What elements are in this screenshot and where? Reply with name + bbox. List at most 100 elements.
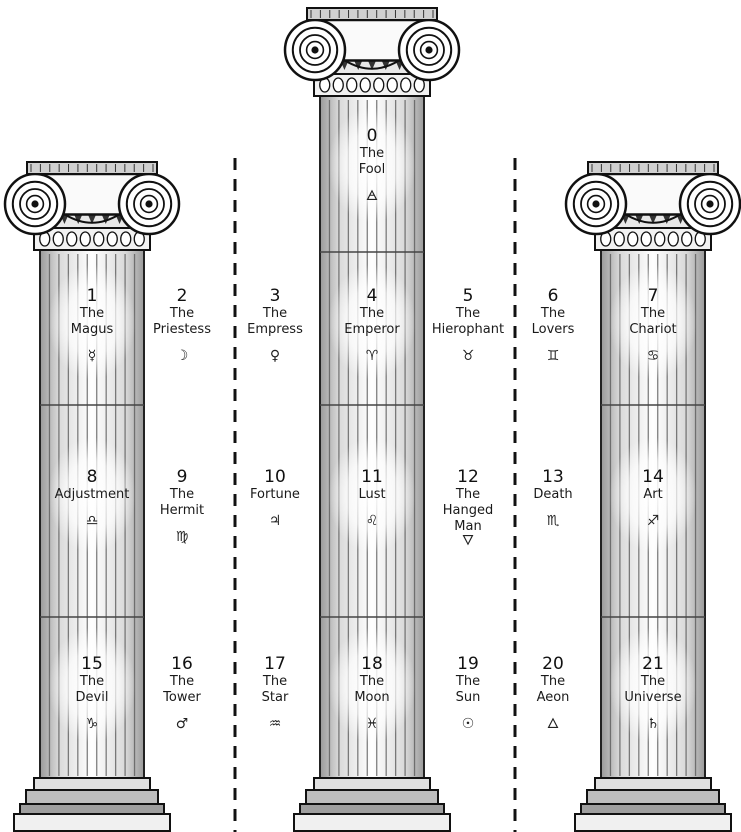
card-name-line: The [505,306,601,322]
card-name-line: Lovers [505,322,601,338]
saturn-symbol: ♄ [605,716,701,732]
aries-symbol: ♈ [324,348,420,364]
card-number: 17 [227,655,323,674]
card-number: 12 [420,468,516,487]
card-name-line: Death [505,487,601,503]
taurus-symbol: ♉ [420,348,516,364]
card-number: 0 [324,127,420,146]
card-name-line: The [324,306,420,322]
card-name-line: Hanged [420,503,516,519]
card-number: 9 [134,468,230,487]
scorpio-symbol: ♏ [505,513,601,529]
mercury-symbol: ☿ [44,348,140,364]
card-name-line: The [420,306,516,322]
card-name-line: The [227,306,323,322]
card-name-line: Tower [134,690,230,706]
card-number: 3 [227,287,323,306]
card-name-line: Adjustment [44,487,140,503]
pisces-symbol: ♓ [324,716,420,732]
card-number: 18 [324,655,420,674]
card-name-line: The [505,674,601,690]
card-number: 1 [44,287,140,306]
card-name-line: Universe [605,690,701,706]
card-name-line: The [44,674,140,690]
sagittarius-symbol: ♐ [605,513,701,529]
card-name-line: Emperor [324,322,420,338]
card-name-line: Empress [227,322,323,338]
card-name-line: Fortune [227,487,323,503]
card-number: 10 [227,468,323,487]
card-number: 7 [605,287,701,306]
card-name-line: The [420,487,516,503]
aquarius-symbol: ♒ [227,716,323,732]
card-name-line: Hermit [134,503,230,519]
card-name-line: The [44,306,140,322]
card-name-line: Sun [420,690,516,706]
card-name-line: The [134,487,230,503]
sun-symbol: ☉ [420,716,516,732]
card-name-line: Art [605,487,701,503]
air-symbol: 🜁 [324,188,420,204]
card-name-line: The [324,674,420,690]
card-name-line: The [324,146,420,162]
venus-symbol: ♀ [227,348,323,364]
capricorn-symbol: ♑ [44,716,140,732]
card-name-line: Aeon [505,690,601,706]
card-name-line: Lust [324,487,420,503]
cancer-symbol: ♋ [605,348,701,364]
card-number: 5 [420,287,516,306]
card-name-line: Magus [44,322,140,338]
card-number: 16 [134,655,230,674]
card-1: 1TheMagus ☿ [44,287,140,364]
gemini-symbol: ♊ [505,348,601,364]
card-name-line: The [227,674,323,690]
moon-symbol: ☽ [134,348,230,364]
card-number: 14 [605,468,701,487]
water-symbol: 🜄 [420,533,516,549]
card-name-line: Fool [324,162,420,178]
card-name-line: Moon [324,690,420,706]
card-name-line: Devil [44,690,140,706]
card-number: 13 [505,468,601,487]
card-name-line: The [420,674,516,690]
card-name-line: Hierophant [420,322,516,338]
virgo-symbol: ♍ [134,529,230,545]
card-number: 2 [134,287,230,306]
card-number: 21 [605,655,701,674]
card-number: 19 [420,655,516,674]
card-number: 20 [505,655,601,674]
card-name-line: The [605,674,701,690]
libra-symbol: ♎ [44,513,140,529]
card-number: 11 [324,468,420,487]
card-name-line: The [605,306,701,322]
mars-symbol: ♂ [134,716,230,732]
card-name-line: The [134,674,230,690]
card-name-line: The [134,306,230,322]
leo-symbol: ♌ [324,513,420,529]
card-number: 8 [44,468,140,487]
card-name-line: Chariot [605,322,701,338]
card-number: 4 [324,287,420,306]
card-number: 6 [505,287,601,306]
fire-symbol: 🜂 [505,716,601,732]
jupiter-symbol: ♃ [227,513,323,529]
